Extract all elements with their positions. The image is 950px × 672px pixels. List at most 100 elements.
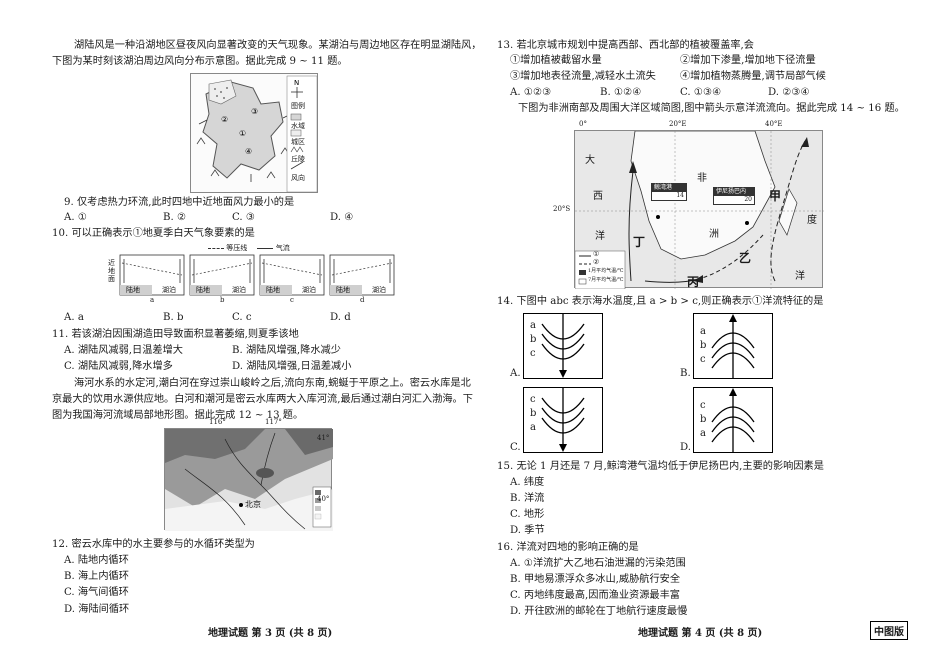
q15-option-d[interactable]: D. 季节 (510, 525, 545, 536)
q12-option-b[interactable]: B. 海上内循环 (64, 571, 129, 582)
q10-legend-flow: 气流 (275, 244, 290, 252)
q13-option-a[interactable]: A. ①②③ (510, 87, 552, 98)
svg-text:④: ④ (245, 147, 252, 156)
q13-option-b[interactable]: B. ①②④ (600, 87, 642, 98)
q13-statement-1: ①增加植被截留水量 (510, 55, 602, 66)
intro3: 下图为非洲南部及周围大洋区域简图,图中箭头示意洋流流向。据此完成 14 ~ 16… (518, 103, 905, 114)
q10-letter-b: b (220, 296, 225, 304)
q10-option-b[interactable]: B. b (163, 312, 184, 323)
q15-option-b[interactable]: B. 洋流 (510, 493, 545, 504)
q12-option-d[interactable]: D. 海陆间循环 (64, 604, 130, 615)
map3-label-zhou: 洲 (709, 229, 719, 240)
map1-legend-wind: 风向 (291, 174, 305, 182)
q12-stem: 12. 密云水库中的水主要参与的水循环类型为 (52, 539, 255, 550)
q10-ylabel: 近地面 (108, 259, 115, 283)
map3-lon-20e: 20°E (669, 120, 687, 128)
q14-d-label-2: b (700, 414, 707, 425)
q16-option-d[interactable]: D. 开往欧洲的邮轮在丁地航行速度最慢 (510, 606, 688, 617)
map3-label-yang2: 洋 (795, 271, 805, 282)
map3-lon-40e: 40°E (765, 120, 783, 128)
q10-letter-d: d (360, 296, 365, 304)
q13-statement-4: ④增加植物蒸腾量,调节局部气候 (680, 71, 826, 82)
svg-text:①: ① (239, 129, 246, 138)
q16-option-a[interactable]: A. ①洋流扩大乙地石油泄漏的污染范围 (510, 558, 686, 569)
q15-option-a[interactable]: A. 纬度 (510, 477, 545, 488)
map3-label-jia: 甲 (769, 189, 782, 203)
q10-letter-a: a (150, 296, 155, 304)
map3-label-yi: 乙 (739, 251, 752, 265)
map3-label-da: 大 (585, 155, 595, 166)
q14-b-label-2: b (700, 340, 707, 351)
map3-legend-jul: 7月平均气温/℃ (588, 277, 624, 283)
svg-text:②: ② (221, 115, 228, 124)
q14-b-label-3: c (700, 354, 706, 365)
southern-africa-map: 0° 20°E 40°E 20°S 大 西 洋 非 洲 度 洋 甲 乙 丙 丁 … (553, 120, 824, 290)
q15-option-c[interactable]: C. 地形 (510, 509, 545, 520)
q14-option-b[interactable]: B. (680, 368, 691, 379)
intro-line-1: 湖陆风是一种沿湖地区昼夜风向显著改变的天气现象。某湖泊与周边地区存在明显湖陆风， (74, 40, 482, 51)
map3-lat-20s: 20°S (553, 205, 571, 213)
q9-option-c[interactable]: C. ③ (232, 212, 256, 223)
right-page-footer: 地理试题 第 4 页 (共 8 页) (638, 628, 763, 639)
left-page-footer: 地理试题 第 3 页 (共 8 页) (208, 628, 333, 639)
q10-stem: 10. 可以正确表示①地夏季白天气象要素的是 (52, 228, 255, 239)
map2-lat-40: 40° (317, 495, 330, 503)
map2-lon-116: 116° (209, 418, 226, 426)
q10-land-c: 陆地 (266, 286, 280, 294)
q10-option-c[interactable]: C. c (232, 312, 252, 323)
q16-option-b[interactable]: B. 甲地易漂浮众多冰山,威胁航行安全 (510, 574, 681, 585)
q9-option-a[interactable]: A. ① (64, 212, 87, 223)
q13-option-d[interactable]: D. ②③④ (768, 87, 810, 98)
lake-wind-map: ① ② ③ ④ N 图例 水域 城区 丘陵 风向 (190, 73, 318, 193)
q14-option-c[interactable]: C. (510, 442, 521, 453)
q14-c-label-2: b (530, 408, 537, 419)
map3-label-du: 度 (807, 215, 817, 226)
q10-land-b: 陆地 (196, 286, 210, 294)
svg-text:N: N (294, 79, 299, 87)
q14-option-d[interactable]: D. (680, 442, 692, 453)
map2-city-beijing: 北京 (245, 500, 261, 509)
q14-a-label-2: b (530, 334, 537, 345)
q10-lake-c: 湖泊 (302, 286, 316, 294)
q14-option-a[interactable]: A. (510, 368, 521, 379)
q13-statement-3: ③增加地表径流量,减轻水土流失 (510, 71, 656, 82)
q12-option-a[interactable]: A. 陆地内循环 (64, 555, 129, 566)
q13-stem: 13. 若北京城市规划中提高西部、西北部的植被覆盖率,会 (497, 40, 754, 51)
map3-walvis-box: 鲸湾港 14 (651, 183, 687, 201)
q10-option-d[interactable]: D. d (330, 312, 351, 323)
intro2-line-2: 京最大的饮用水源供应地。白河和潮河是密云水库两大入库河流,最后通过潮白河汇入渤海… (52, 394, 473, 405)
map3-inhambane-name: 伊尼扬巴内 (714, 188, 754, 196)
map3-legend-1: ① (593, 250, 600, 258)
q13-option-c[interactable]: C. ①③④ (680, 87, 722, 98)
q10-legend-isobar: 等压线 (226, 244, 248, 252)
q11-option-a[interactable]: A. 湖陆风减弱,日温差增大 (64, 345, 183, 356)
q10-land-d: 陆地 (336, 286, 350, 294)
map2-lat-41: 41° (317, 434, 330, 442)
q9-option-b[interactable]: B. ② (163, 212, 187, 223)
q11-option-c[interactable]: C. 湖陆风减弱,降水增多 (64, 361, 173, 372)
intro-line-2: 下图为某时刻该湖泊周边风向分布示意图。据此完成 9 ~ 11 题。 (52, 56, 348, 67)
q11-option-b[interactable]: B. 湖陆风增强,降水减少 (232, 345, 341, 356)
map3-label-ding: 丁 (633, 235, 646, 249)
q10-option-a[interactable]: A. a (64, 312, 84, 323)
haihe-topo-map: 116° 117° 41° 40° 北京 (164, 418, 333, 531)
map3-inhambane-box: 伊尼扬巴内 20 (713, 187, 755, 205)
q10-letter-c: c (290, 296, 294, 304)
q14-stem: 14. 下图中 abc 表示海水温度,且 a > b > c,则正确表示①洋流特… (497, 296, 824, 307)
q14-a-label-1: a (530, 320, 536, 331)
map3-legend-jan: 1月平均气温/℃ (588, 268, 624, 274)
q16-stem: 16. 洋流对四地的影响正确的是 (497, 542, 639, 553)
q14-a-label-3: c (530, 348, 536, 359)
q10-lake-b: 湖泊 (232, 286, 246, 294)
map3-label-fei: 非 (697, 173, 707, 184)
map3-walvis-name: 鲸湾港 (652, 184, 686, 192)
map3-legend-2: ② (593, 258, 600, 266)
map3-label-xi: 西 (593, 191, 603, 202)
q12-option-c[interactable]: C. 海气间循环 (64, 587, 129, 598)
q9-option-d[interactable]: D. ④ (330, 212, 354, 223)
map1-legend-title: 图例 (291, 102, 305, 110)
svg-text:③: ③ (251, 107, 258, 116)
q11-option-d[interactable]: D. 湖陆风增强,日温差减小 (232, 361, 352, 372)
q16-option-c[interactable]: C. 丙地纬度最高,因而渔业资源最丰富 (510, 590, 680, 601)
q15-stem: 15. 无论 1 月还是 7 月,鲸湾港气温均低于伊尼扬巴内,主要的影响因素是 (497, 461, 824, 472)
